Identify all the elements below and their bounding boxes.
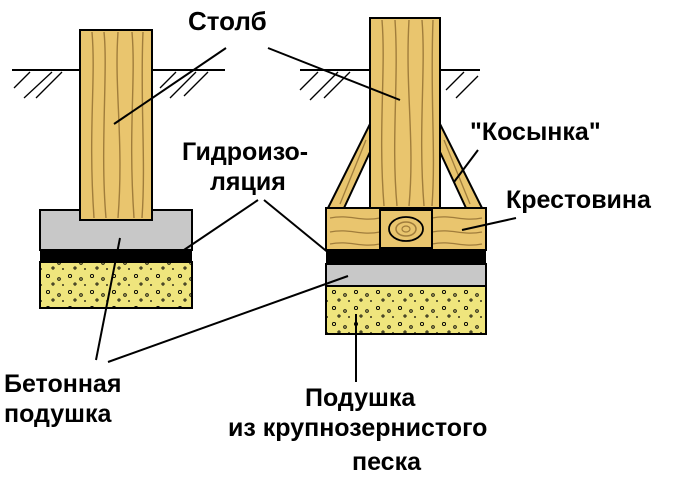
leader-waterproofing-right	[263, 199, 331, 255]
leader-kerchief	[453, 149, 479, 183]
labels: Столб "Косынка" Гидроизо- ляция Крестови…	[4, 6, 652, 476]
leader-crosspiece	[461, 217, 517, 231]
label-waterproofing-line1: Гидроизо-	[182, 138, 308, 166]
post-right	[369, 17, 441, 209]
kerchief-left	[326, 123, 371, 209]
label-sand-line1: Подушка	[305, 384, 416, 412]
label-crosspiece: Крестовина	[506, 186, 652, 214]
left-foundation	[39, 29, 193, 309]
label-waterproofing-line2: ляция	[210, 168, 286, 196]
leader-concrete-1	[95, 237, 121, 361]
waterproofing-right	[326, 250, 486, 264]
post-left	[79, 29, 153, 221]
concrete-pad-right	[325, 263, 487, 287]
label-post: Столб	[188, 6, 267, 36]
leader-concrete-2	[107, 275, 349, 363]
kerchief-right	[439, 123, 484, 209]
label-concrete-line2: подушка	[4, 400, 112, 428]
leader-post-left	[113, 47, 227, 125]
label-kerchief: "Косынка"	[470, 118, 601, 146]
label-sand-line2: из крупнозернистого	[228, 414, 487, 442]
leader-post-right	[267, 47, 401, 101]
label-concrete-line1: Бетонная	[4, 370, 121, 398]
crosspiece-beam	[325, 207, 487, 251]
ground-right	[299, 69, 480, 101]
right-foundation	[325, 17, 487, 335]
label-sand-line3: песка	[352, 448, 422, 476]
leader-waterproofing-left	[177, 199, 259, 255]
ground-left	[12, 69, 225, 99]
concrete-pad-left	[39, 209, 193, 251]
leader-lines	[95, 47, 517, 382]
